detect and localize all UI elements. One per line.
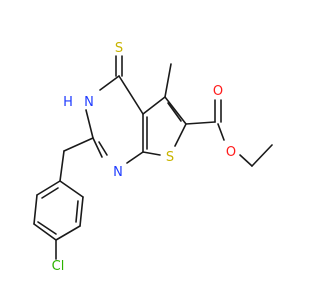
ester-oxygen-label: O [226,145,236,160]
ring-nitrogen-label: N [113,165,123,180]
bond-c4-n3 [99,75,120,91]
bond-c6-ccarbonyl [185,121,216,125]
chlorine-label: Cl [52,259,65,274]
bond-ph-6 [36,180,61,196]
bonds [33,55,273,260]
bond-ph-3 [55,225,81,241]
bond-c4a-c5 [142,96,166,115]
bond-c2-ch2 [63,137,94,152]
bond-c5-c6-inner [167,102,182,122]
molecule-diagram: S H N N S O O Cl [33,41,273,274]
bond-methyl [164,63,172,98]
bond-ph-1 [59,180,84,198]
bond-ph-2-inner [75,200,79,223]
bond-n3-c2 [85,109,94,139]
bond-ph-2 [79,196,84,227]
bond-ph-4 [33,223,57,241]
bond-ch2-ph [59,150,65,182]
carbonyl-oxygen-label: O [213,84,223,99]
atom-labels: S H N N S O O Cl [52,41,236,274]
bond-s-c7a [142,151,161,156]
bond-c2-n1-a [92,137,103,158]
thione-sulfur-label: S [115,41,123,56]
bond-ch2-ch3 [251,144,273,167]
nh-hydrogen-label: H [63,95,73,110]
bond-ph-6-inner [41,187,59,199]
bond-c5-c6 [164,96,187,125]
bond-ph-4-inner [37,221,57,235]
bond-c6-s [174,123,187,147]
nh-nitrogen-label: N [84,95,94,110]
bond-n1-c7a [126,151,144,164]
structure-svg: S H N N S O O Cl [33,41,273,274]
bond-ph-5 [33,194,38,225]
bond-c2-n1-b [98,141,108,156]
ring-sulfur-label: S [166,150,174,165]
bond-c-oester [217,123,225,141]
bond-o-ch2 [239,154,253,167]
bond-c4a-c4 [118,75,144,115]
